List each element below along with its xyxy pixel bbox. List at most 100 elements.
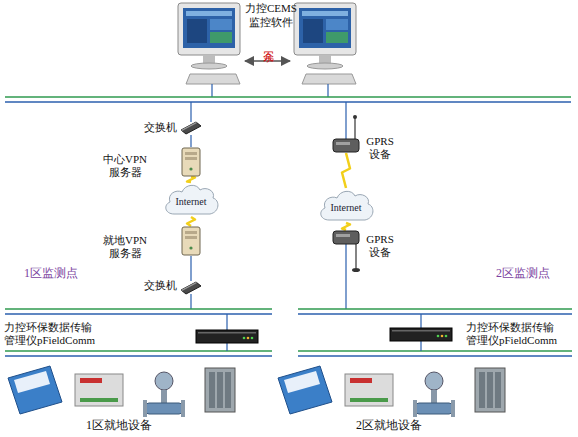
bus-line	[298, 313, 572, 315]
flange	[451, 400, 455, 417]
server-led	[189, 246, 192, 249]
software-label: 力控CEMS 监控软件	[240, 1, 302, 29]
gprs-device: GPRS 设备	[332, 138, 360, 153]
wire	[226, 314, 227, 330]
bus-line	[298, 350, 572, 352]
data-transfer-unit-shape	[390, 328, 452, 341]
plc-slot	[495, 372, 501, 408]
internet-cloud: Internet	[162, 182, 220, 217]
wire	[327, 84, 328, 97]
rack-led	[243, 337, 246, 340]
io-module-face	[14, 371, 50, 393]
plc-slot	[209, 372, 215, 408]
rack-body	[196, 330, 258, 343]
vpn-server: 就地VPN 服务器	[181, 226, 201, 256]
gprs-face	[336, 234, 350, 237]
monitor-body	[294, 3, 356, 55]
antenna	[354, 118, 355, 139]
wireless-link	[342, 223, 350, 230]
server-body	[182, 227, 200, 255]
rack-body	[390, 328, 452, 341]
bus-line	[5, 101, 571, 103]
device-group-label: 2区就地设备	[356, 418, 446, 432]
io-module-label	[80, 378, 102, 383]
wireless-link	[187, 217, 195, 226]
server-bay	[185, 236, 197, 239]
io-module	[278, 366, 332, 414]
wire	[211, 84, 212, 97]
io-terminals	[80, 398, 118, 402]
device-group-label: 1区就地设备	[86, 418, 176, 432]
server-led	[189, 167, 192, 170]
wire	[226, 343, 227, 351]
server-bay	[185, 157, 197, 160]
gprs-face	[336, 142, 350, 145]
node-text: Internet	[162, 195, 220, 208]
zone-label: 1区监测点	[24, 266, 94, 280]
network-switch-shape	[181, 121, 201, 135]
wire	[190, 102, 191, 122]
wire-connector	[190, 135, 191, 147]
wire	[190, 294, 191, 309]
screen-panel	[326, 19, 348, 30]
plc-slot	[479, 372, 485, 408]
flange	[143, 400, 147, 417]
node-text: 力控环保数据传输 管理仪pFieldComm	[466, 321, 578, 347]
wire	[420, 314, 421, 328]
switch-body	[181, 282, 201, 294]
zone-label: 2区监测点	[496, 266, 566, 280]
flowmeter-pipe	[416, 403, 452, 414]
io-module-face	[284, 371, 320, 393]
internet-cloud: Internet	[317, 188, 375, 223]
gprs-body	[333, 139, 359, 152]
node-text: 交换机	[133, 121, 177, 134]
io-module	[345, 374, 393, 406]
gprs-device: GPRS 设备	[332, 230, 360, 245]
wire	[345, 244, 346, 309]
screen-panel	[303, 19, 323, 43]
node-text: 交换机	[133, 279, 177, 292]
flange	[181, 400, 185, 417]
plc-cabinet	[205, 368, 235, 412]
network-switch: 交换机	[181, 121, 201, 135]
switch-edge	[181, 122, 197, 131]
flowmeter-stem	[161, 390, 167, 403]
bus-line	[5, 350, 272, 352]
monitor-base	[307, 63, 343, 69]
screen-panel	[326, 32, 348, 43]
gprs-device-shape	[332, 230, 360, 245]
field-devices	[278, 366, 505, 417]
rack-led	[441, 335, 444, 338]
flange	[413, 400, 417, 417]
antenna	[355, 244, 356, 268]
bus-line	[298, 308, 572, 310]
rack-led	[247, 337, 250, 340]
server-bay	[185, 152, 197, 155]
io-module	[8, 366, 62, 414]
node-text: 就地VPN 服务器	[97, 234, 153, 260]
node-text: GPRS 设备	[363, 135, 397, 161]
rack-led	[251, 337, 254, 340]
monitor-screen	[183, 8, 235, 48]
vpn-server-shape	[181, 147, 201, 177]
switch-body	[181, 122, 201, 134]
vpn-server: 中心VPN 服务器	[181, 147, 201, 177]
rack-led	[437, 335, 440, 338]
gprs-body	[333, 231, 359, 244]
rack-edge	[392, 330, 450, 332]
wireless-link	[187, 177, 195, 182]
antenna-tip	[353, 115, 357, 119]
monitor-screen	[299, 8, 351, 48]
monitor-base	[191, 63, 227, 69]
data-transfer-unit: 力控环保数据传输 管理仪pFieldComm	[390, 328, 452, 341]
data-transfer-unit-shape	[196, 330, 258, 343]
switch-edge	[181, 282, 197, 291]
screen-bar	[302, 11, 348, 16]
screen-bar	[186, 11, 232, 16]
io-terminals	[350, 398, 388, 402]
wire-connector	[190, 256, 191, 281]
flowmeter-stem	[431, 390, 437, 403]
redundancy-arrow	[245, 60, 290, 62]
